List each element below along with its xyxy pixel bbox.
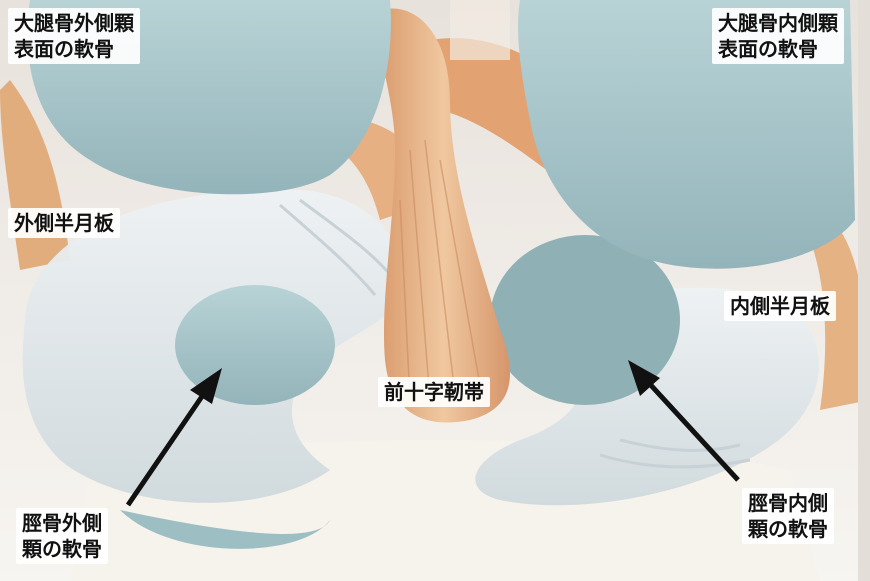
arrow-lateral-tibial-icon — [128, 368, 222, 505]
arrow-medial-tibial-icon — [628, 360, 738, 480]
